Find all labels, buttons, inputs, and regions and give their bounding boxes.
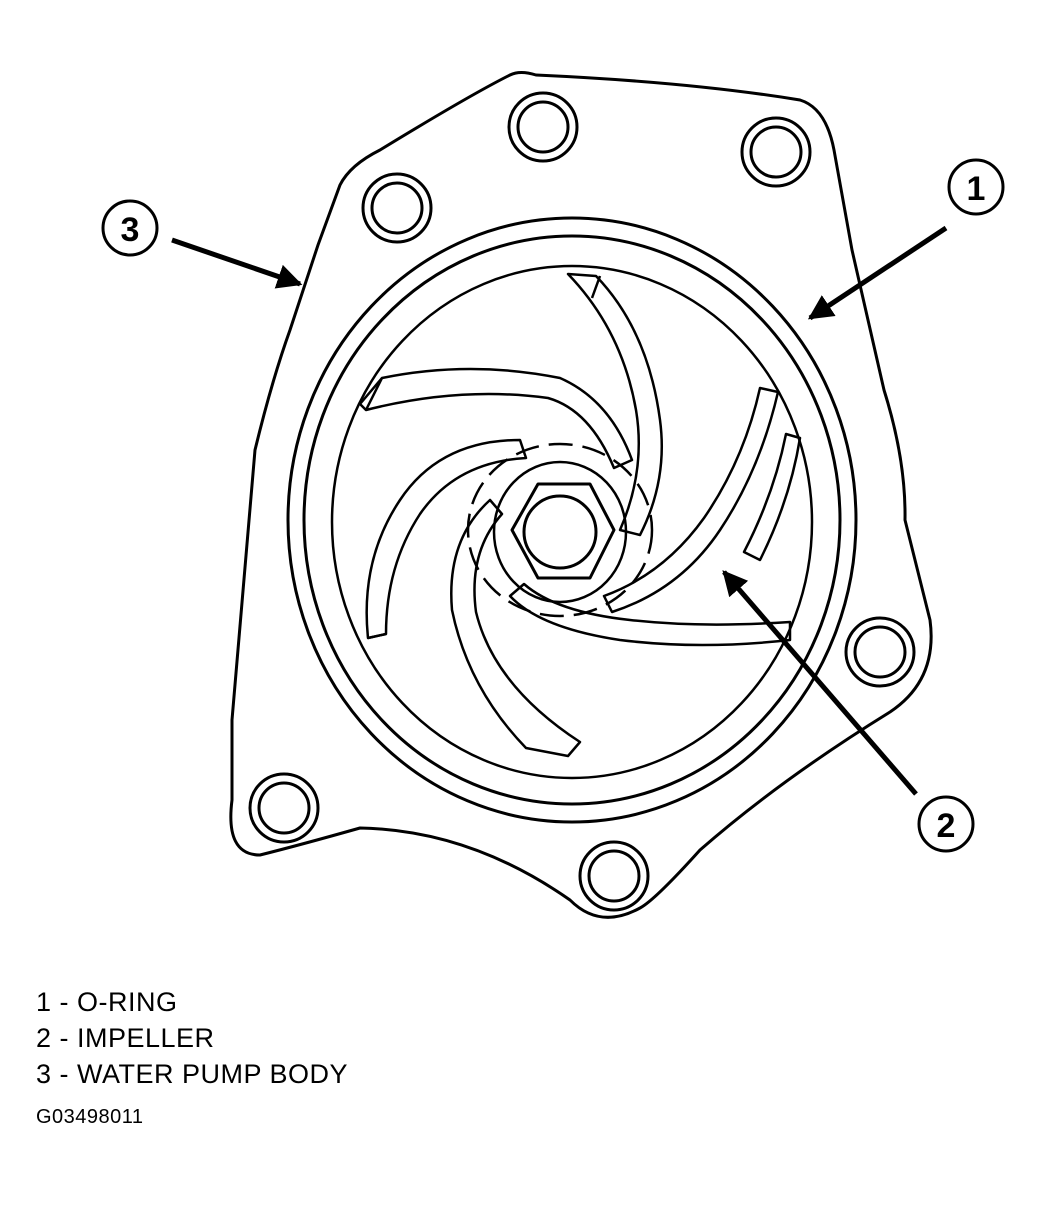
water-pump-body bbox=[229, 71, 933, 919]
bolt-hole bbox=[361, 172, 433, 244]
callout-1-label: 1 bbox=[967, 170, 986, 208]
hex-nut bbox=[510, 482, 616, 580]
o-ring bbox=[286, 216, 858, 824]
callout-3: 3 bbox=[101, 199, 303, 289]
callout-3-label: 3 bbox=[121, 211, 140, 249]
water-pump-diagram: 3 1 2 bbox=[101, 71, 1005, 919]
bolt-holes bbox=[248, 91, 916, 912]
callout-2-label: 2 bbox=[937, 807, 956, 845]
callout-2: 2 bbox=[722, 570, 975, 853]
bolt-hole bbox=[844, 616, 916, 688]
legend-item: 1 - O-RING bbox=[36, 987, 178, 1017]
legend-item: 3 - WATER PUMP BODY bbox=[36, 1059, 349, 1089]
bolt-hole bbox=[578, 840, 650, 912]
figure-id: G03498011 bbox=[36, 1106, 144, 1128]
bolt-hole bbox=[248, 772, 320, 844]
impeller bbox=[358, 272, 802, 758]
legend-item: 2 - IMPELLER bbox=[36, 1023, 215, 1053]
pump-cavity bbox=[330, 264, 814, 780]
bolt-hole bbox=[740, 116, 812, 188]
shaft bbox=[522, 494, 598, 570]
legend: 1 - O-RING 2 - IMPELLER 3 - WATER PUMP B… bbox=[36, 984, 348, 1092]
callout-1: 1 bbox=[807, 158, 1005, 321]
bolt-hole bbox=[507, 91, 579, 163]
